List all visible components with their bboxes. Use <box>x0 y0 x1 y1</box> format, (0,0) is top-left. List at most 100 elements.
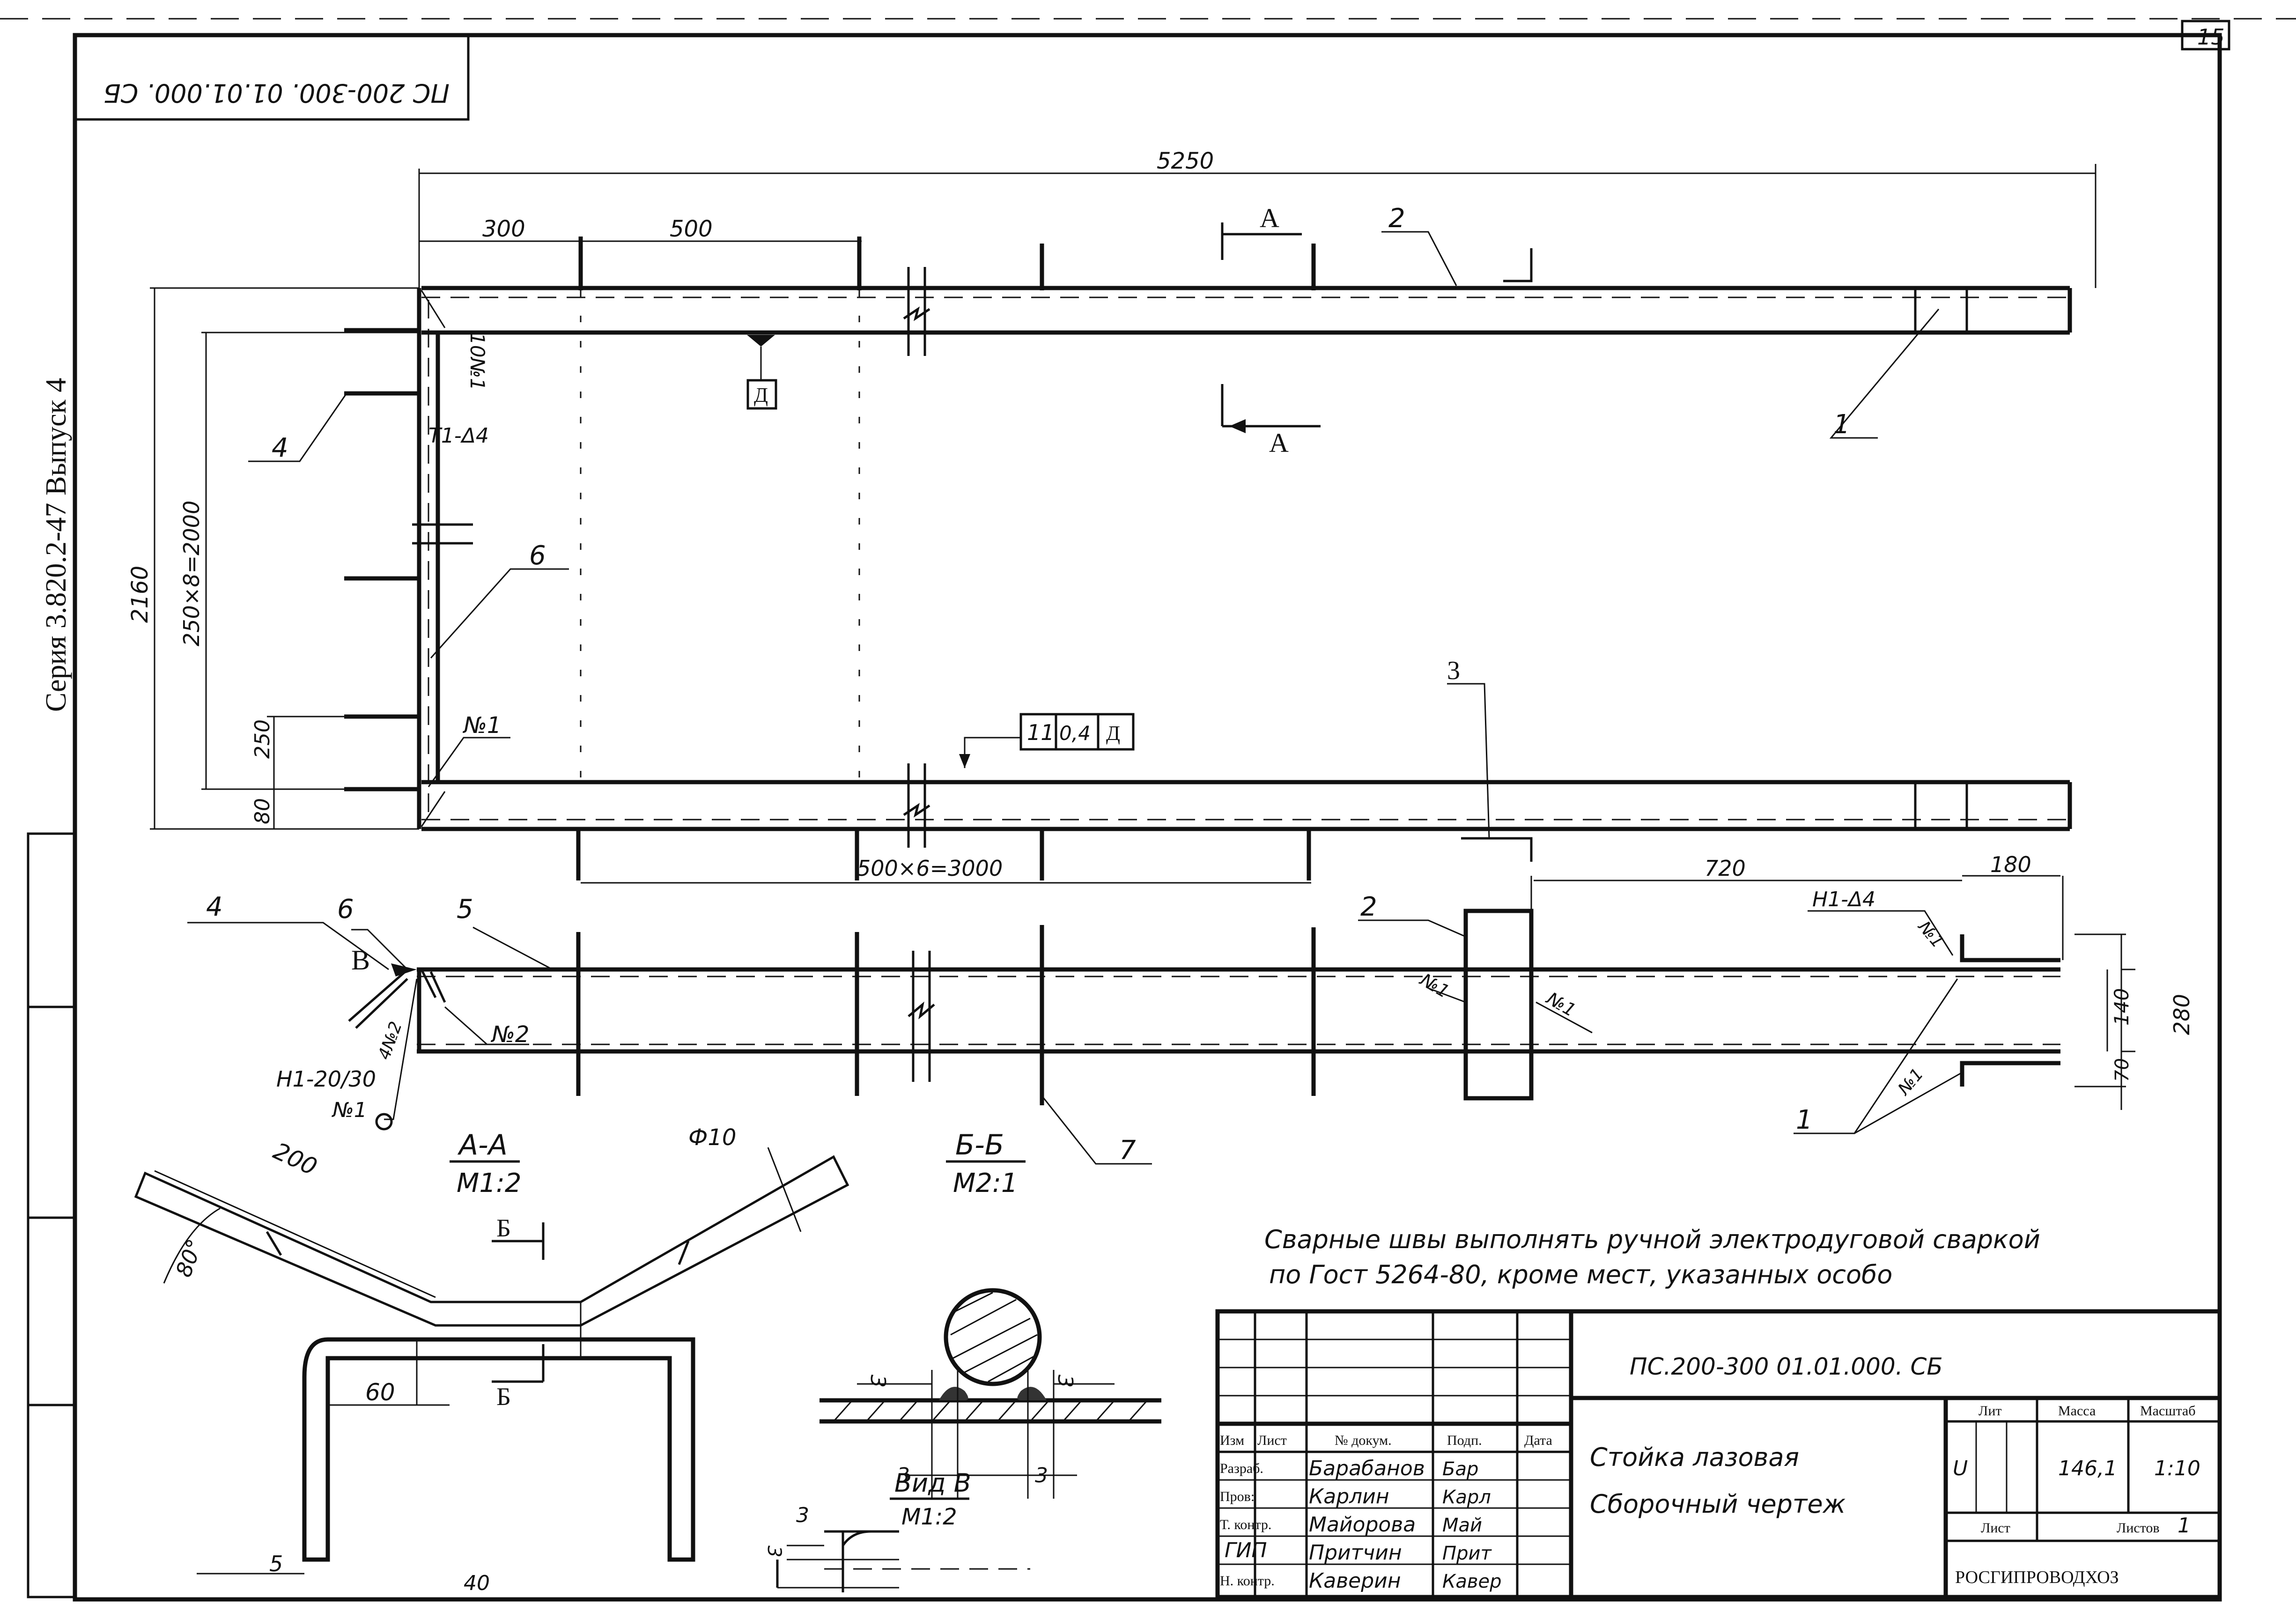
header-list: Лист <box>1257 1433 1287 1448</box>
section-a-a-scale: М1:2 <box>457 1168 521 1198</box>
bb-dim-3-left: 3 <box>897 1464 910 1487</box>
side-position-7-label: 7 <box>1119 1135 1136 1166</box>
name-norm-control: Каверин <box>1309 1569 1401 1593</box>
name-tech-control: Майорова <box>1309 1513 1416 1537</box>
side-position-5-label: 5 <box>457 894 473 925</box>
side-position-2-label: 2 <box>1360 892 1377 922</box>
bottom-offset-dimension: 80 <box>251 798 274 824</box>
weld-box-d-text: Д <box>754 384 768 407</box>
sign-norm-control: Кавер <box>1442 1571 1501 1592</box>
aa-dim-40: 40 <box>464 1571 490 1595</box>
view-v-scale: М1:2 <box>901 1504 957 1530</box>
overall-length-dimension: 5250 <box>1157 148 1214 174</box>
sheets-header: Листов <box>2117 1520 2160 1536</box>
mass-header: Масса <box>2058 1403 2096 1419</box>
dim-280: 280 <box>2169 994 2194 1035</box>
spacing-dimension: 500 <box>670 216 713 242</box>
height-dimension: 2160 <box>127 566 153 623</box>
weld-t1-label: Т1-Δ4 <box>428 424 489 448</box>
role-chief-engineer: ГИП <box>1225 1538 1267 1562</box>
sheet-header: Лист <box>1981 1520 2010 1536</box>
weld-callout-table <box>1019 713 1135 751</box>
role-norm-control: Н. контр. <box>1220 1573 1275 1589</box>
section-b-b-view <box>819 1288 1161 1499</box>
mass-value: 146,1 <box>2058 1457 2117 1480</box>
bb-dim-3-right-vertical: 3 <box>1053 1375 1077 1388</box>
section-b-mark-top: Б <box>496 1214 511 1242</box>
side-view-dimensions <box>1530 875 2135 1110</box>
main-view-dimensions <box>150 164 2097 884</box>
section-a-a-title: А-А <box>457 1129 508 1161</box>
position-3-label: 3 <box>1447 656 1460 685</box>
position-1-label: 1 <box>1833 409 1850 440</box>
vertical-spacing-dimension: 250×8=2000 <box>179 501 204 646</box>
section-a-a-view <box>134 1147 849 1575</box>
view-v-title: Вид В <box>894 1468 971 1498</box>
position-4-label: 4 <box>272 433 288 463</box>
side-weld-4no2-label: 4№2 <box>375 1019 406 1062</box>
name-checker: Карлин <box>1309 1485 1389 1509</box>
side-view-leaders <box>187 910 1963 1165</box>
section-a-markers <box>1221 222 1321 433</box>
dim-140: 140 <box>2110 988 2133 1026</box>
dim-200: 200 <box>269 1137 321 1181</box>
offset-720-dimension: 720 <box>1705 856 1746 881</box>
name-developer: Барабанов <box>1309 1457 1425 1480</box>
mirrored-document-code: ПС 200-300. 01.01.000. СБ <box>103 78 450 108</box>
view-v-dim-3-top: 3 <box>796 1503 809 1527</box>
callout-0-4: 0,4 <box>1059 722 1091 745</box>
organization-name: РОСГИПРОВОДХОЗ <box>1955 1568 2119 1587</box>
side-position-4-label: 4 <box>206 892 223 922</box>
scale-value: 1:10 <box>2154 1457 2200 1480</box>
side-weld-h1-label: Н1-Δ4 <box>1812 888 1875 911</box>
bb-dim-3-right: 3 <box>1035 1464 1048 1487</box>
section-a-bottom-mark: А <box>1269 428 1289 458</box>
callout-11: 11 <box>1027 720 1055 745</box>
header-date: Дата <box>1524 1433 1552 1448</box>
sign-developer: Бар <box>1442 1458 1478 1480</box>
rung-spacing-dimension: 500×6=3000 <box>857 856 1003 881</box>
offset-180-dimension: 180 <box>1990 852 2031 877</box>
bb-dim-3-left-vertical: 3 <box>866 1375 890 1388</box>
role-checker: Пров: <box>1220 1489 1255 1504</box>
dim-70: 70 <box>2111 1058 2133 1082</box>
main-view-leaders <box>248 231 1940 839</box>
first-spacing-dimension: 300 <box>482 216 525 242</box>
position-6-label: 6 <box>529 540 546 571</box>
side-position-6-label: 6 <box>337 894 354 925</box>
view-v <box>776 1530 1030 1592</box>
series-label: Серия 3.820.2-47 Выпуск 4 <box>40 378 72 712</box>
side-weld-h1-2030-label: Н1-20/30 <box>276 1066 376 1092</box>
sign-chief-engineer: Прит <box>1442 1543 1492 1564</box>
side-weld-no1-circle-label: №1 <box>331 1098 367 1122</box>
side-weld-no2-label: №2 <box>490 1021 529 1048</box>
angle-80: 80° <box>171 1236 208 1280</box>
position-2-label: 2 <box>1388 203 1405 234</box>
welding-note-line-2: по Гост 5264-80, кроме мест, указанных о… <box>1269 1260 1892 1289</box>
diameter-10: Ф10 <box>688 1124 736 1151</box>
section-a-top-mark: А <box>1260 203 1279 233</box>
sign-checker: Карл <box>1442 1487 1491 1508</box>
role-developer: Разраб. <box>1220 1461 1263 1476</box>
side-weld-no1-left: №1 <box>1416 969 1453 1002</box>
scale-header: Масштаб <box>2140 1403 2195 1419</box>
side-weld-no1-right: №1 <box>1543 988 1580 1021</box>
header-izm: Изм <box>1220 1433 1244 1448</box>
dim-60: 60 <box>365 1379 395 1406</box>
role-tech-control: Т. контр. <box>1220 1517 1271 1532</box>
drawing-title-line-1: Стойка лазовая <box>1590 1442 1799 1472</box>
drawing-title-line-2: Сборочный чертеж <box>1590 1489 1846 1519</box>
side-weld-no1-bottom-right: №1 <box>1894 1065 1927 1099</box>
side-weld-no1-top-right: №1 <box>1914 917 1947 952</box>
title-block <box>1215 1309 2222 1599</box>
header-sign: Подп. <box>1447 1433 1482 1448</box>
dim-5: 5 <box>269 1551 283 1576</box>
lit-header: Лит <box>1979 1403 2002 1419</box>
bottom-spacing-dimension: 250 <box>251 719 274 759</box>
side-view <box>348 909 2060 1105</box>
section-b-mark-bottom: Б <box>496 1383 511 1411</box>
side-position-1-label: 1 <box>1796 1105 1813 1135</box>
header-doc: № докум. <box>1335 1433 1392 1448</box>
weld-no1-label: №1 <box>462 712 501 739</box>
